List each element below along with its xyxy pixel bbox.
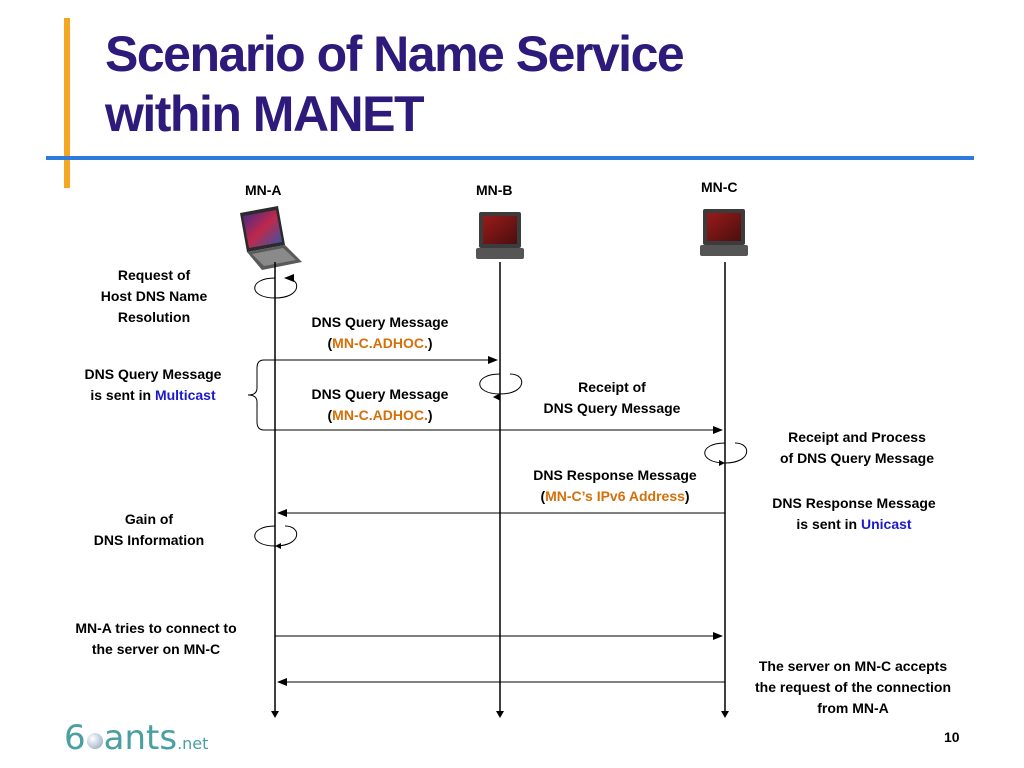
query-message-label-1: DNS Query Message (MN-C.ADHOC.)	[311, 314, 449, 351]
response-address: MN-C’s IPv6 Address	[545, 488, 685, 504]
slide-title: Scenario of Name Service within MANET	[105, 24, 685, 144]
self-loop-request	[254, 274, 297, 299]
unicast-annotation: DNS Response Message is sent in Unicast	[772, 495, 936, 532]
laptop-icon	[700, 209, 748, 256]
node-label-mn-c: MN-C	[701, 179, 738, 195]
laptop-icon	[476, 212, 524, 259]
page-number: 10	[944, 729, 960, 745]
node-label-mn-b: MN-B	[476, 182, 513, 198]
self-loop-gain	[254, 525, 297, 547]
response-message-label: DNS Response Message (MN-C’s IPv6 Addres…	[533, 467, 697, 504]
receipt-b-annotation: Receipt of DNS Query Message	[543, 379, 681, 416]
multicast-keyword: Multicast	[154, 387, 216, 403]
node-label-mn-a: MN-A	[245, 182, 282, 198]
query-target-1: MN-C.ADHOC.	[332, 335, 428, 351]
accent-bar	[64, 18, 70, 188]
title-line-1: Scenario of Name Service	[105, 26, 685, 82]
title-line-2: within MANET	[105, 86, 425, 142]
title-divider	[46, 156, 974, 160]
multicast-annotation: DNS Query Message is sent in Multicast	[84, 366, 222, 403]
receipt-c-annotation: Receipt and Process of DNS Query Message	[779, 429, 935, 466]
accept-annotation: The server on MN-C accepts the request o…	[754, 658, 951, 716]
globe-icon	[86, 733, 103, 749]
multicast-brace	[247, 359, 265, 431]
query-target-2: MN-C.ADHOC.	[332, 407, 428, 423]
gain-annotation: Gain of DNS Information	[93, 511, 205, 548]
request-annotation: Request of Host DNS Name Resolution	[100, 267, 208, 325]
connect-annotation: MN-A tries to connect to the server on M…	[75, 620, 237, 657]
unicast-keyword: Unicast	[861, 516, 912, 532]
laptop-open-icon	[240, 206, 302, 270]
query-message-label-2: DNS Query Message (MN-C.ADHOC.)	[311, 386, 449, 423]
